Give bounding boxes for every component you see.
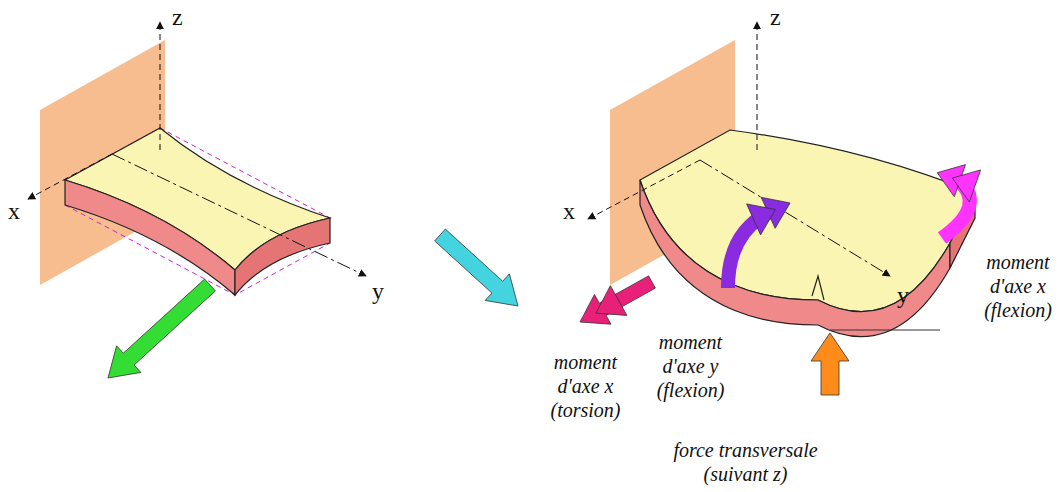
axis-line xyxy=(112,154,366,276)
axis-label: x xyxy=(563,198,575,224)
axis-line xyxy=(588,160,700,219)
axis-label: y xyxy=(897,282,909,308)
moment-arrow xyxy=(747,204,776,235)
moment-arrow xyxy=(580,276,655,324)
annotation: force transversale (suivant z) xyxy=(658,438,833,486)
plate-side xyxy=(235,218,330,295)
moment-arrow xyxy=(596,286,627,316)
axis-line xyxy=(160,22,161,150)
axis-label: x xyxy=(8,198,20,224)
arrow-group xyxy=(108,165,981,395)
force-arrow xyxy=(108,279,215,378)
annotation: moment d'axe y (flexion) xyxy=(648,330,733,402)
undeformed-outline xyxy=(65,128,330,295)
annotation: moment d'axe x (torsion) xyxy=(543,350,628,422)
force-arrow xyxy=(435,229,518,306)
force-arrow xyxy=(811,333,849,395)
axis-line xyxy=(757,22,758,150)
axis-line xyxy=(28,154,112,199)
annotation: moment d'axe x (flexion) xyxy=(978,250,1058,322)
axis-label: y xyxy=(372,278,384,304)
plate-side xyxy=(640,180,950,337)
edge-line xyxy=(830,330,940,331)
cusp xyxy=(812,276,824,300)
axis-label: z xyxy=(770,4,781,30)
plate-side xyxy=(65,180,235,295)
axis-label: z xyxy=(172,4,183,30)
moment-arrow xyxy=(952,170,980,202)
